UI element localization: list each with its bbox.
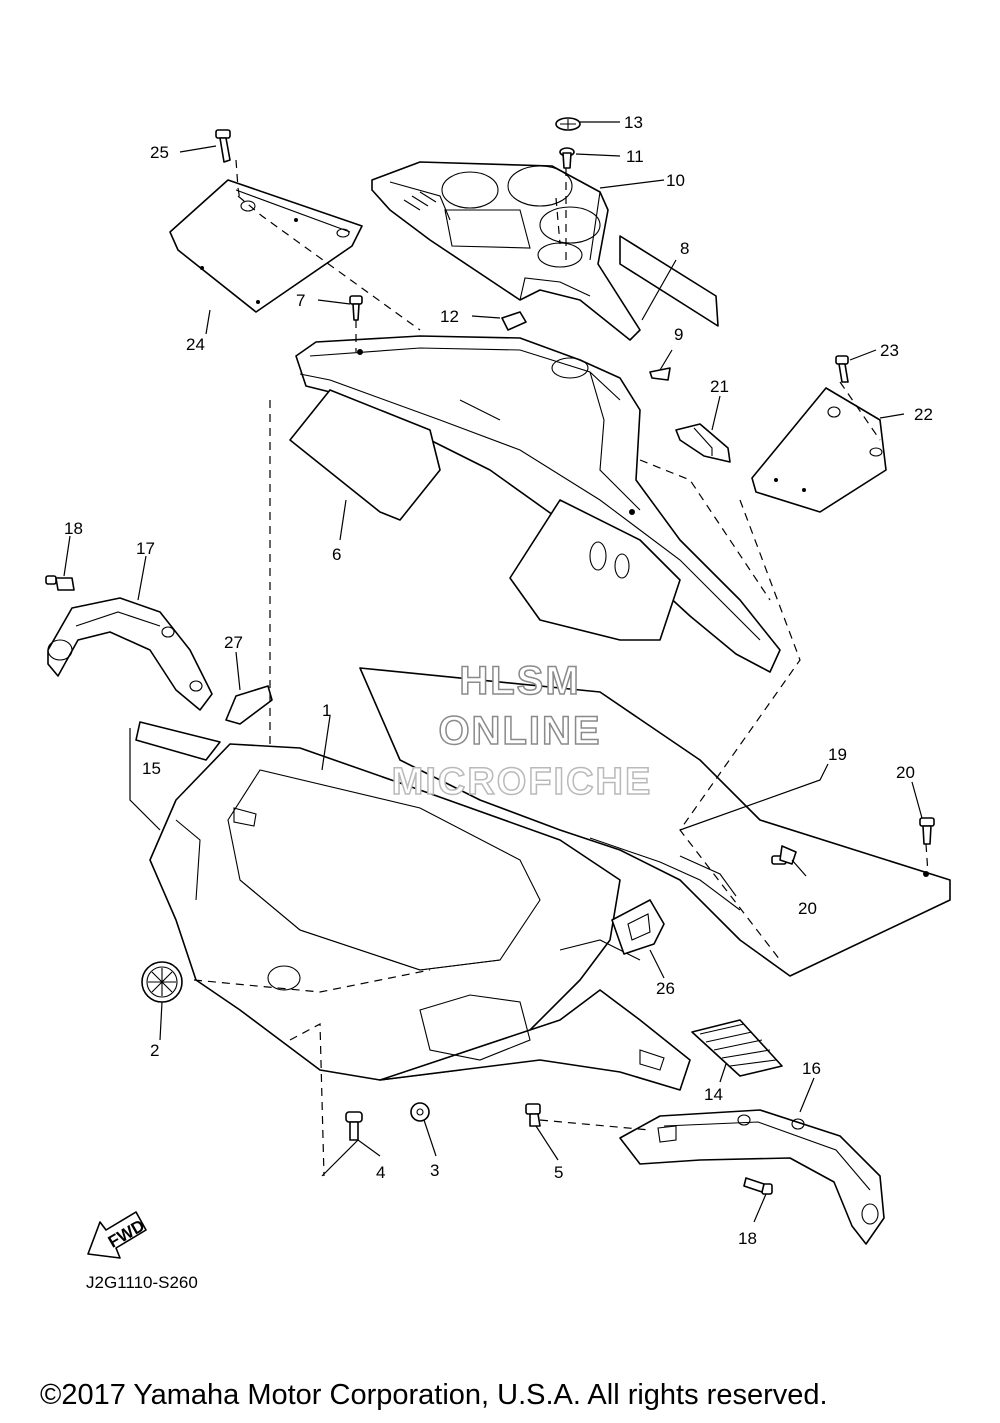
part-27-clip[interactable]: [225, 685, 273, 725]
callout-15: 15: [142, 759, 161, 778]
callout-7: 7: [296, 291, 305, 310]
leader-lines: [63, 121, 923, 1223]
part-4-bolt[interactable]: [345, 1111, 363, 1141]
assembly-lines: [193, 159, 929, 1177]
part-2-emblem[interactable]: [141, 961, 183, 1003]
callout-24: 24: [186, 335, 205, 354]
part-16-inner-fender[interactable]: [619, 1109, 885, 1245]
callout-13: 13: [624, 113, 643, 132]
callout-14: 14: [704, 1085, 723, 1104]
part-24-side-panel[interactable]: [169, 179, 363, 313]
callout-16: 16: [802, 1059, 821, 1078]
watermark-line-1: HLSM: [459, 659, 580, 703]
callout-18-left: 18: [64, 519, 83, 538]
callout-27: 27: [224, 633, 243, 652]
part-17-inner-fender[interactable]: [47, 597, 213, 711]
callout-26: 26: [656, 979, 675, 998]
part-21-bracket[interactable]: [675, 423, 731, 463]
diagram-code: J2G1110-S260: [86, 1273, 198, 1292]
callout-8: 8: [680, 239, 689, 258]
part-22-side-panel[interactable]: [751, 387, 887, 513]
callout-2: 2: [150, 1041, 159, 1060]
callout-25: 25: [150, 143, 169, 162]
copyright-notice: ©2017 Yamaha Motor Corporation, U.S.A. A…: [40, 1379, 828, 1411]
part-10-upper-tray[interactable]: [371, 161, 641, 341]
part-14-grip-sheet[interactable]: [691, 1019, 783, 1077]
part-6-main-frame[interactable]: [289, 335, 781, 673]
callout-6: 6: [332, 545, 341, 564]
callout-19: 19: [828, 745, 847, 764]
callout-20-b: 20: [798, 899, 817, 918]
watermark: HLSM ONLINE MICROFICHE: [391, 658, 653, 804]
part-19-bottom-sheet[interactable]: [359, 667, 951, 977]
callout-5: 5: [554, 1163, 563, 1182]
part-9-clip[interactable]: [649, 367, 671, 381]
callout-3: 3: [430, 1161, 439, 1180]
callout-12: 12: [440, 307, 459, 326]
callout-1: 1: [322, 701, 331, 720]
watermark-line-3: MICROFICHE: [392, 761, 653, 803]
callout-11: 11: [626, 147, 644, 166]
callout-17: 17: [136, 539, 155, 558]
callout-4: 4: [376, 1163, 385, 1182]
part-12-bracket[interactable]: [501, 311, 527, 331]
part-26-clip[interactable]: [611, 899, 665, 955]
part-18-rivet-right[interactable]: [743, 1177, 773, 1195]
callout-18-right: 18: [738, 1229, 757, 1248]
part-1-main-cover[interactable]: [149, 743, 691, 1091]
part-11-screw[interactable]: [559, 147, 575, 169]
callout-22: 22: [914, 405, 933, 424]
callout-21: 21: [710, 377, 729, 396]
callout-20-a: 20: [896, 763, 915, 782]
callout-10: 10: [666, 171, 685, 190]
callout-labels: 25 13 11 10 8 9 12 7 24 6 21 22 23 18 17…: [64, 113, 933, 1248]
watermark-line-2: ONLINE: [438, 709, 601, 753]
part-13-cap[interactable]: [555, 117, 581, 131]
part-15-sheet[interactable]: [135, 721, 221, 761]
part-7-bolt[interactable]: [349, 295, 363, 321]
fwd-arrow-icon: FWD: [87, 1211, 148, 1259]
part-20-screw-a[interactable]: [919, 817, 935, 845]
part-5-screw[interactable]: [525, 1103, 541, 1127]
callout-23: 23: [880, 341, 899, 360]
part-25-bolt[interactable]: [215, 129, 231, 163]
part-3-washer[interactable]: [410, 1102, 430, 1122]
part-20-screw-b[interactable]: [771, 845, 797, 865]
part-18-rivet-left[interactable]: [45, 575, 75, 591]
part-23-bolt[interactable]: [835, 355, 849, 383]
part-8-label-sheet[interactable]: [619, 235, 719, 327]
callout-9: 9: [674, 325, 683, 344]
